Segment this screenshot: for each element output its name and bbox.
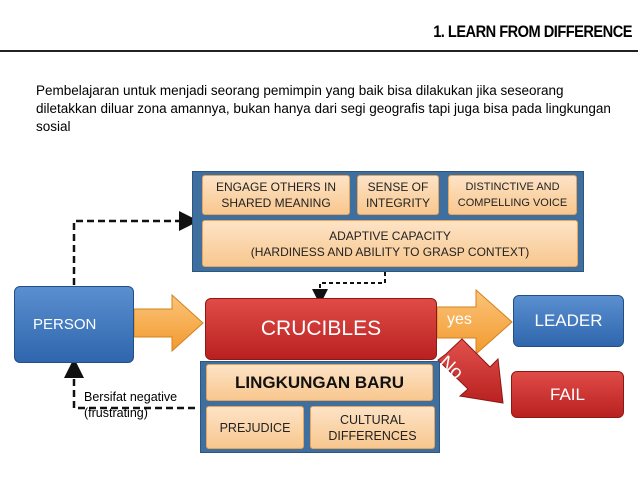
engage-line-2: SHARED MEANING xyxy=(221,196,331,210)
leader-label: LEADER xyxy=(534,311,603,330)
cultural-differences-box: CULTURAL DIFFERENCES xyxy=(310,406,435,449)
yes-label: yes xyxy=(447,311,472,328)
crucibles-box: CRUCIBLES xyxy=(205,298,437,360)
integrity-line-1: SENSE OF xyxy=(367,180,429,194)
voice-line-2: COMPELLING VOICE xyxy=(457,197,568,209)
person-box: PERSON xyxy=(14,286,134,363)
feedback-note-line-1: Bersifat negative xyxy=(84,390,178,404)
slide-title: 1. LEARN FROM DIFFERENCE xyxy=(433,22,632,41)
prejudice-label: PREJUDICE xyxy=(219,420,291,435)
crucibles-label: CRUCIBLES xyxy=(260,317,382,340)
feedback-note-line-2: (frustrating) xyxy=(84,406,148,420)
cultural-line-1: CULTURAL xyxy=(339,412,406,427)
engage-line-1: ENGAGE OTHERS IN xyxy=(215,180,337,194)
sense-of-integrity-box: SENSE OF INTEGRITY xyxy=(357,175,439,215)
cultural-line-2: DIFFERENCES xyxy=(328,428,417,443)
arrow-yes-to-leader xyxy=(436,288,513,356)
lingkungan-baru-box: LINGKUNGAN BARU xyxy=(206,364,433,401)
fail-label: FAIL xyxy=(550,384,585,404)
adaptive-line-2: (HARDINESS AND ABILITY TO GRASP CONTEXT) xyxy=(250,244,530,259)
lingkungan-label: LINGKUNGAN BARU xyxy=(234,372,405,392)
prejudice-box: PREJUDICE xyxy=(206,406,304,449)
description-text: Pembelajaran untuk menjadi seorang pemim… xyxy=(36,83,611,134)
fail-box: FAIL xyxy=(511,371,624,418)
arrow-no-to-fail xyxy=(437,338,504,404)
voice-line-1: DISTINCTIVE AND xyxy=(465,181,560,193)
integrity-line-2: INTEGRITY xyxy=(365,196,430,210)
arrow-person-to-crucibles xyxy=(133,293,204,353)
engage-others-box: ENGAGE OTHERS IN SHARED MEANING xyxy=(202,175,350,215)
dashed-connector-panel-to-crucibles xyxy=(312,272,386,305)
feedback-note: Bersifat negative (frustrating) xyxy=(84,389,177,421)
person-label: PERSON xyxy=(33,316,97,333)
distinctive-voice-box: DISTINCTIVE AND COMPELLING VOICE xyxy=(448,175,577,215)
dashed-connector-feedback xyxy=(64,358,195,410)
dashed-connector-person-to-panel xyxy=(72,211,199,285)
leader-box: LEADER xyxy=(513,295,624,347)
adaptive-line-1: ADAPTIVE CAPACITY xyxy=(329,228,451,243)
adaptive-capacity-box: ADAPTIVE CAPACITY (HARDINESS AND ABILITY… xyxy=(202,220,578,267)
title-underline xyxy=(0,50,638,52)
